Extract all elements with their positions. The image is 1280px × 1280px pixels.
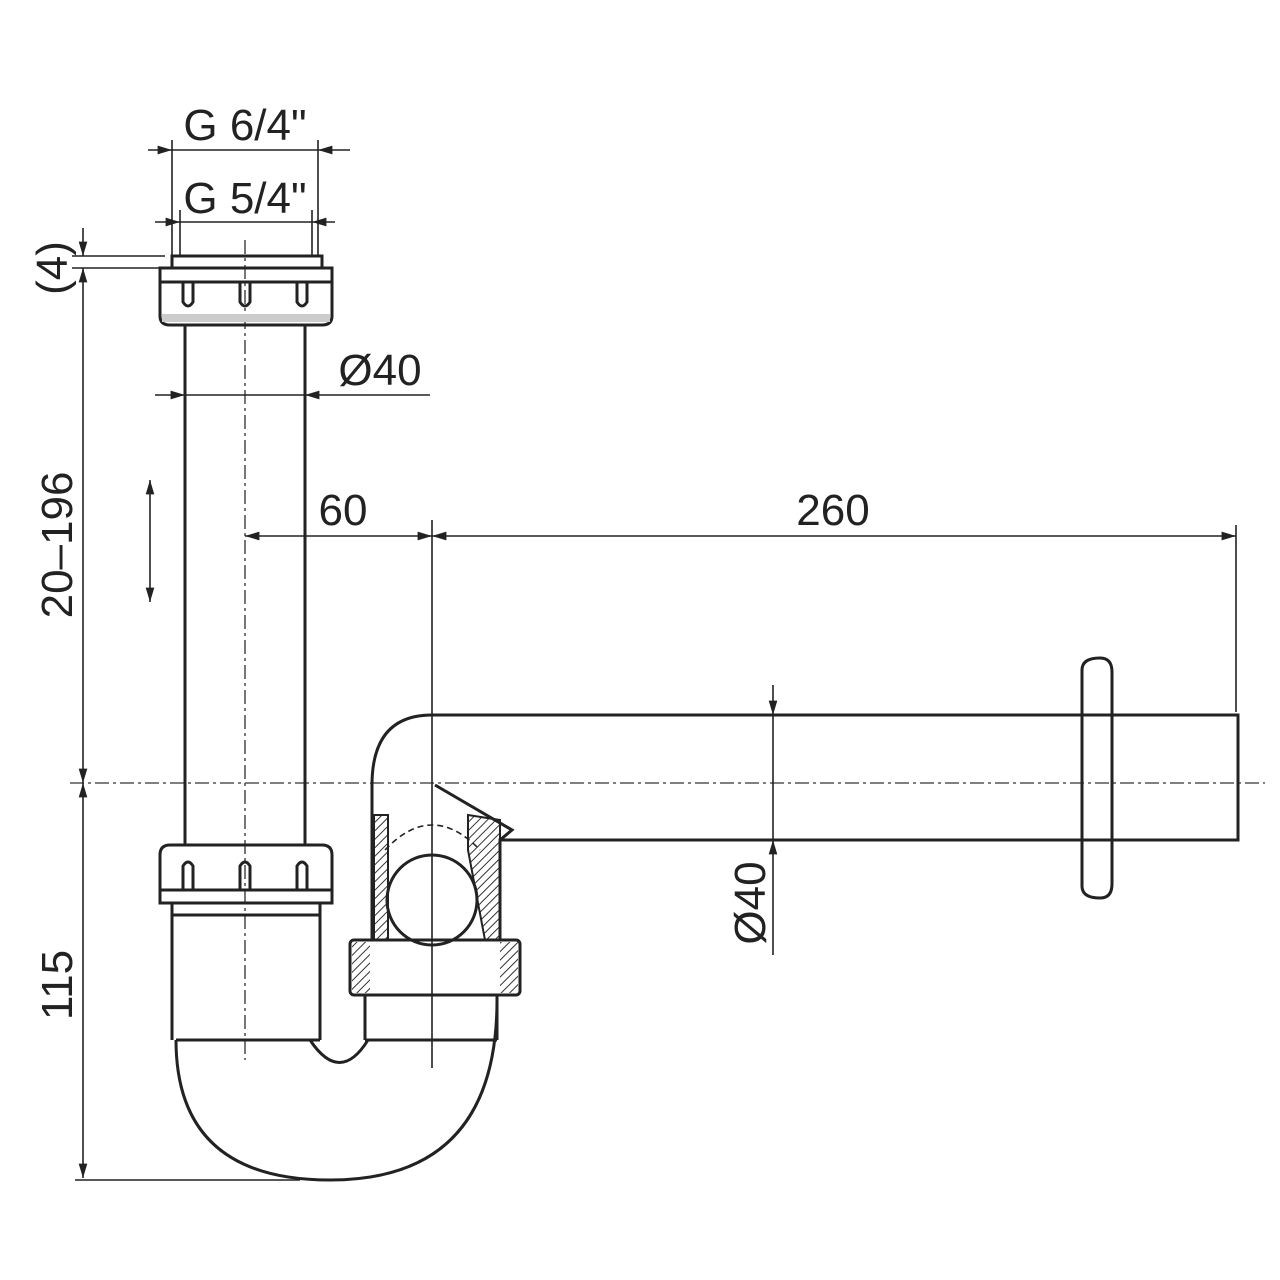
- trap-bowl-inner: [176, 1038, 497, 1064]
- dim-thread-inner: G 5/4": [183, 174, 306, 223]
- hidden-edge: [384, 824, 481, 851]
- lower-nut: [158, 843, 334, 905]
- dim-gasket: (4): [28, 241, 77, 295]
- seal-left: [373, 814, 389, 941]
- dim-thread-outer: G 6/4": [183, 101, 306, 150]
- trap-sleeve: [170, 903, 322, 1040]
- wall-rosette: [1080, 656, 1114, 900]
- dim-pipe-diameter-outlet: Ø40: [726, 861, 775, 944]
- top-nut: [158, 266, 334, 327]
- dim-pipe-diameter-vertical: Ø40: [338, 346, 421, 395]
- side-nut: [348, 938, 522, 997]
- riser: [363, 995, 499, 1040]
- dip-tube-opening: [385, 853, 479, 947]
- outlet-pipe: [370, 713, 1240, 940]
- dip-tube-edge: [434, 783, 515, 842]
- dim-height-adjust: 20–196: [33, 472, 82, 619]
- trap-bowl: [174, 999, 499, 1182]
- dim-lower-height: 115: [33, 950, 82, 1020]
- top-gasket: [170, 254, 324, 270]
- dim-outlet-length: 260: [796, 486, 869, 535]
- dim-offset: 60: [319, 486, 368, 535]
